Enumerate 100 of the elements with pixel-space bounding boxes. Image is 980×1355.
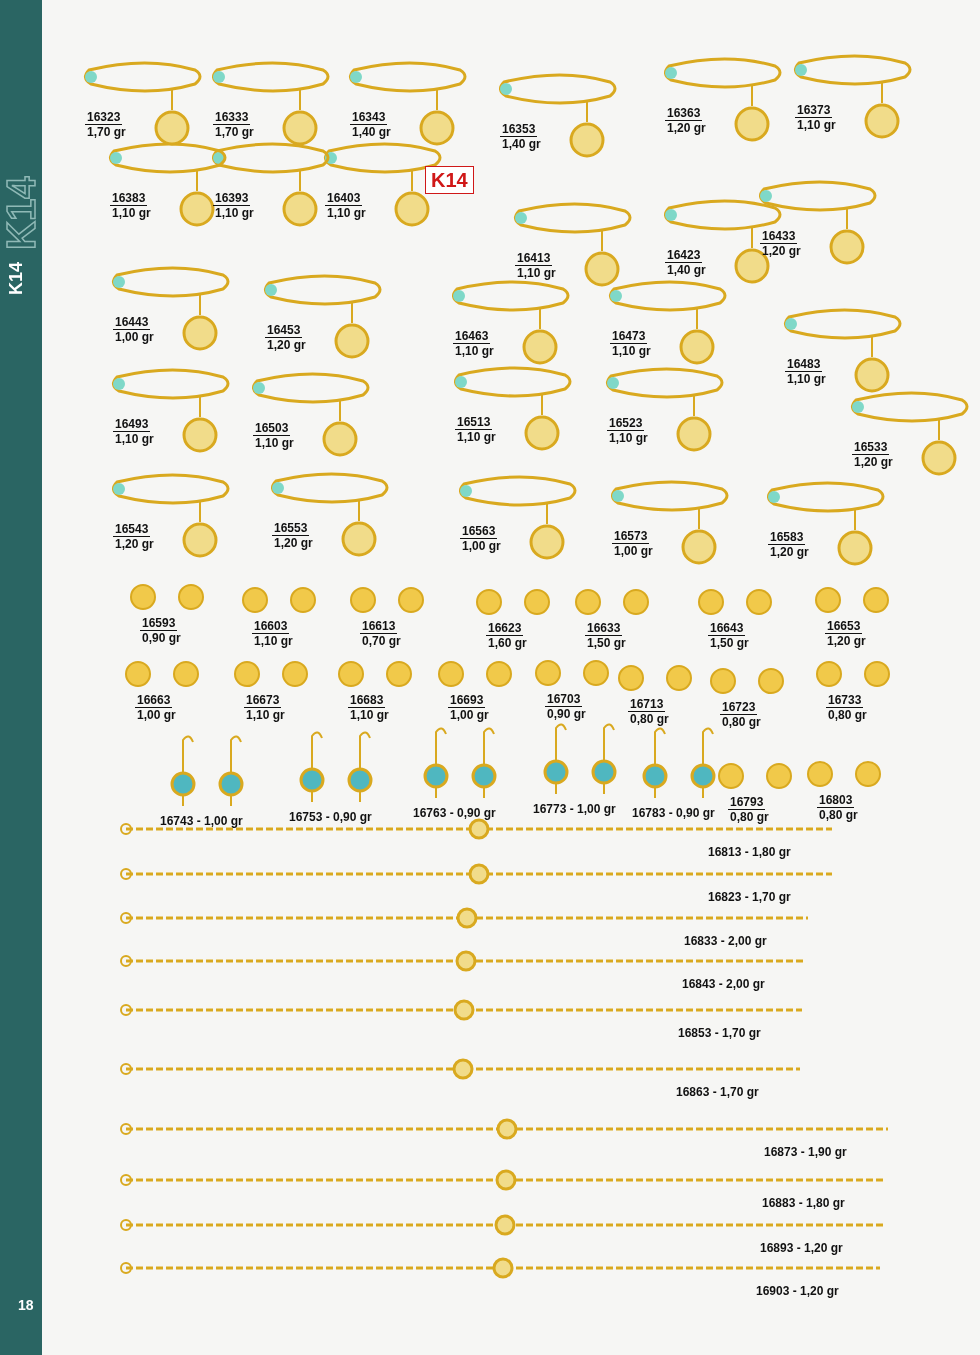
product-code-weight: 16873 - 1,90 gr: [764, 1145, 847, 1159]
product-weight: 1,10 gr: [797, 118, 836, 132]
product-code: 16653: [825, 619, 863, 634]
product-code: 16593: [140, 616, 178, 631]
product-weight: 0,80 gr: [630, 712, 669, 726]
product-weight: 1,10 gr: [215, 206, 254, 220]
product-code: 16533: [852, 440, 890, 455]
product-code: 16413: [515, 251, 553, 266]
product-code: 16643: [708, 621, 746, 636]
product-code: 16713: [628, 697, 666, 712]
product-code: 16573: [612, 529, 650, 544]
product-weight: 1,70 gr: [87, 125, 126, 139]
product-weight: 1,50 gr: [587, 636, 626, 650]
product-code-weight: 16893 - 1,20 gr: [760, 1241, 843, 1255]
product-weight: 1,60 gr: [488, 636, 527, 650]
product-weight: 1,00 gr: [614, 544, 653, 558]
product-code-weight: 16863 - 1,70 gr: [676, 1085, 759, 1099]
product-code: 16563: [460, 524, 498, 539]
product-weight: 1,10 gr: [327, 206, 366, 220]
product-weight: 1,20 gr: [115, 537, 154, 551]
product-weight: 1,10 gr: [254, 634, 293, 648]
product-weight: 0,80 gr: [819, 808, 858, 822]
product-weight: 1,20 gr: [854, 455, 893, 469]
product-code: 16693: [448, 693, 486, 708]
product-weight: 1,40 gr: [667, 263, 706, 277]
product-weight: 1,20 gr: [274, 536, 313, 550]
product-weight: 0,80 gr: [730, 810, 769, 824]
product-weight: 1,20 gr: [762, 244, 801, 258]
product-code-weight: 16773 - 1,00 gr: [533, 802, 616, 816]
product-code: 16453: [265, 323, 303, 338]
product-weight: 1,10 gr: [350, 708, 389, 722]
product-code: 16623: [486, 621, 524, 636]
product-code: 16433: [760, 229, 798, 244]
product-code: 16633: [585, 621, 623, 636]
product-code: 16393: [213, 191, 251, 206]
product-weight: 0,90 gr: [142, 631, 181, 645]
product-code-weight: 16743 - 1,00 gr: [160, 814, 243, 828]
product-weight: 1,20 gr: [770, 545, 809, 559]
product-code: 16363: [665, 106, 703, 121]
product-weight: 1,20 gr: [667, 121, 706, 135]
product-code-weight: 16903 - 1,20 gr: [756, 1284, 839, 1298]
side-label: K14: [6, 261, 26, 295]
product-code-weight: 16833 - 2,00 gr: [684, 934, 767, 948]
product-code-weight: 16823 - 1,70 gr: [708, 890, 791, 904]
product-weight: 1,10 gr: [457, 430, 496, 444]
product-weight: 1,10 gr: [455, 344, 494, 358]
product-code: 16793: [728, 795, 766, 810]
product-weight: 1,10 gr: [612, 344, 651, 358]
product-code: 16733: [826, 693, 864, 708]
product-weight: 0,70 gr: [362, 634, 401, 648]
product-code: 16343: [350, 110, 388, 125]
product-weight: 0,80 gr: [722, 715, 761, 729]
product-weight: 1,10 gr: [115, 432, 154, 446]
product-code: 16603: [252, 619, 290, 634]
product-weight: 1,10 gr: [112, 206, 151, 220]
side-heading: K14: [1, 176, 41, 250]
product-code: 16403: [325, 191, 363, 206]
product-code-weight: 16843 - 2,00 gr: [682, 977, 765, 991]
product-code: 16583: [768, 530, 806, 545]
product-code: 16683: [348, 693, 386, 708]
product-code: 16553: [272, 521, 310, 536]
product-code: 16493: [113, 417, 151, 432]
product-code: 16423: [665, 248, 703, 263]
product-code-weight: 16883 - 1,80 gr: [762, 1196, 845, 1210]
product-code: 16673: [244, 693, 282, 708]
product-code: 16463: [453, 329, 491, 344]
product-weight: 0,90 gr: [547, 707, 586, 721]
product-code: 16803: [817, 793, 855, 808]
product-code-weight: 16783 - 0,90 gr: [632, 806, 715, 820]
product-weight: 1,40 gr: [502, 137, 541, 151]
product-weight: 1,40 gr: [352, 125, 391, 139]
product-code: 16703: [545, 692, 583, 707]
product-code: 16323: [85, 110, 123, 125]
product-weight: 1,10 gr: [517, 266, 556, 280]
product-weight: 1,50 gr: [710, 636, 749, 650]
product-weight: 1,70 gr: [215, 125, 254, 139]
product-weight: 0,80 gr: [828, 708, 867, 722]
product-code-weight: 16813 - 1,80 gr: [708, 845, 791, 859]
product-code-weight: 16763 - 0,90 gr: [413, 806, 496, 820]
product-code: 16473: [610, 329, 648, 344]
product-code: 16523: [607, 416, 645, 431]
product-code: 16723: [720, 700, 758, 715]
product-code: 16353: [500, 122, 538, 137]
product-weight: 1,10 gr: [255, 436, 294, 450]
product-code: 16483: [785, 357, 823, 372]
product-code: 16383: [110, 191, 148, 206]
product-weight: 1,00 gr: [462, 539, 501, 553]
product-code: 16613: [360, 619, 398, 634]
product-code: 16333: [213, 110, 251, 125]
product-weight: 1,10 gr: [246, 708, 285, 722]
product-code: 16543: [113, 522, 151, 537]
product-code: 16663: [135, 693, 173, 708]
product-weight: 1,20 gr: [267, 338, 306, 352]
product-weight: 1,00 gr: [137, 708, 176, 722]
product-weight: 1,10 gr: [609, 431, 648, 445]
product-code: 16443: [113, 315, 151, 330]
product-weight: 1,00 gr: [115, 330, 154, 344]
product-code: 16513: [455, 415, 493, 430]
product-code-weight: 16853 - 1,70 gr: [678, 1026, 761, 1040]
product-code: 16503: [253, 421, 291, 436]
